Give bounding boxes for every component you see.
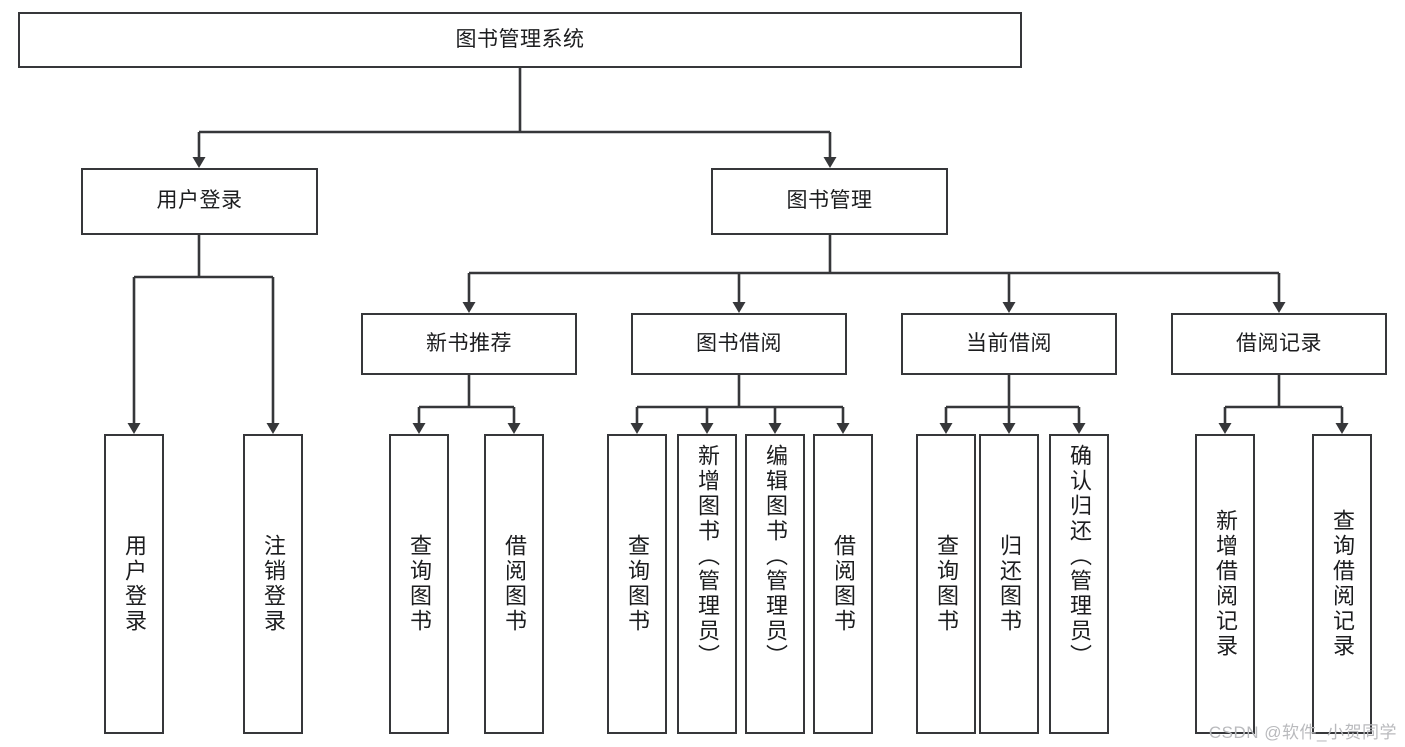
node-book-borrow[interactable]: 图书借阅 xyxy=(631,313,847,375)
node-leaf-borrow-book-label: 借阅图书 xyxy=(831,534,856,634)
connector-current-to-leaves-arrowhead-1 xyxy=(939,423,953,434)
node-root-system-label: 图书管理系统 xyxy=(455,27,585,51)
node-new-book-recommend[interactable]: 新书推荐 xyxy=(361,313,577,375)
node-leaf-query-book-current-label: 查询图书 xyxy=(934,534,959,634)
connector-user-login-to-leaves-arrowhead-1 xyxy=(127,423,141,434)
connector-record-to-leaves-arrowhead-1 xyxy=(1218,423,1232,434)
node-leaf-user-login[interactable]: 用户登录 xyxy=(104,434,164,734)
connector-borrow-to-leaves xyxy=(635,375,845,426)
connector-root-to-level2-arrowhead-2 xyxy=(823,157,837,168)
node-book-management-label: 图书管理 xyxy=(786,189,873,213)
node-leaf-logout-label: 注销登录 xyxy=(261,534,286,634)
node-leaf-confirm-return-admin[interactable]: 确认归还（管理员） xyxy=(1049,434,1109,734)
connector-recommend-to-leaves xyxy=(417,375,516,426)
connector-book-management-to-level3-arrowhead-3 xyxy=(1002,302,1016,313)
node-book-borrow-label: 图书借阅 xyxy=(696,331,782,355)
connector-recommend-to-leaves-arrowhead-2 xyxy=(507,423,521,434)
node-leaf-borrow-book[interactable]: 借阅图书 xyxy=(813,434,873,734)
node-current-borrow[interactable]: 当前借阅 xyxy=(901,313,1117,375)
connector-book-management-to-level3-arrowhead-4 xyxy=(1272,302,1286,313)
node-new-book-recommend-label: 新书推荐 xyxy=(426,331,512,355)
connector-recommend-to-leaves-arrowhead-1 xyxy=(412,423,426,434)
connector-current-to-leaves xyxy=(944,375,1081,426)
connector-root-to-level2-arrowhead-1 xyxy=(192,157,206,168)
node-borrow-record-label: 借阅记录 xyxy=(1236,331,1322,355)
node-user-login-label: 用户登录 xyxy=(156,189,243,213)
connector-book-management-to-level3 xyxy=(467,235,1281,305)
connector-book-management-to-level3-arrowhead-1 xyxy=(462,302,476,313)
connector-borrow-to-leaves-arrowhead-1 xyxy=(630,423,644,434)
node-leaf-query-book-current[interactable]: 查询图书 xyxy=(916,434,976,734)
node-leaf-confirm-return-admin-label: 确认归还（管理员） xyxy=(1067,444,1092,669)
node-leaf-query-book-recommend-label: 查询图书 xyxy=(407,534,432,634)
connector-borrow-to-leaves-arrowhead-3 xyxy=(768,423,782,434)
connector-record-to-leaves-arrowhead-2 xyxy=(1335,423,1349,434)
node-leaf-return-book[interactable]: 归还图书 xyxy=(979,434,1039,734)
connector-current-to-leaves-arrowhead-3 xyxy=(1072,423,1086,434)
node-leaf-query-borrow-record-label: 查询借阅记录 xyxy=(1330,509,1355,659)
node-current-borrow-label: 当前借阅 xyxy=(966,331,1052,355)
node-leaf-edit-book-admin-label: 编辑图书（管理员） xyxy=(763,444,788,669)
node-root-system[interactable]: 图书管理系统 xyxy=(18,12,1022,68)
node-leaf-user-login-label: 用户登录 xyxy=(122,534,147,634)
connector-borrow-to-leaves-arrowhead-4 xyxy=(836,423,850,434)
node-leaf-query-borrow-record[interactable]: 查询借阅记录 xyxy=(1312,434,1372,734)
node-leaf-query-book-recommend[interactable]: 查询图书 xyxy=(389,434,449,734)
node-leaf-borrow-book-recommend[interactable]: 借阅图书 xyxy=(484,434,544,734)
connector-book-management-to-level3-arrowhead-2 xyxy=(732,302,746,313)
connector-borrow-to-leaves-arrowhead-2 xyxy=(700,423,714,434)
node-leaf-borrow-book-recommend-label: 借阅图书 xyxy=(502,534,527,634)
node-leaf-return-book-label: 归还图书 xyxy=(997,534,1022,634)
node-book-management[interactable]: 图书管理 xyxy=(711,168,948,235)
node-leaf-add-book-admin-label: 新增图书（管理员） xyxy=(695,444,720,669)
node-borrow-record[interactable]: 借阅记录 xyxy=(1171,313,1387,375)
connector-user-login-to-leaves-arrowhead-2 xyxy=(266,423,280,434)
node-leaf-query-book[interactable]: 查询图书 xyxy=(607,434,667,734)
node-leaf-query-book-label: 查询图书 xyxy=(625,534,650,634)
node-leaf-add-book-admin[interactable]: 新增图书（管理员） xyxy=(677,434,737,734)
node-user-login[interactable]: 用户登录 xyxy=(81,168,318,235)
connector-current-to-leaves-arrowhead-2 xyxy=(1002,423,1016,434)
node-leaf-add-borrow-record[interactable]: 新增借阅记录 xyxy=(1195,434,1255,734)
connector-root-to-level2 xyxy=(197,68,832,160)
node-leaf-logout[interactable]: 注销登录 xyxy=(243,434,303,734)
connector-record-to-leaves xyxy=(1223,375,1344,426)
node-leaf-edit-book-admin[interactable]: 编辑图书（管理员） xyxy=(745,434,805,734)
node-leaf-add-borrow-record-label: 新增借阅记录 xyxy=(1213,509,1238,659)
connector-user-login-to-leaves xyxy=(132,235,275,426)
